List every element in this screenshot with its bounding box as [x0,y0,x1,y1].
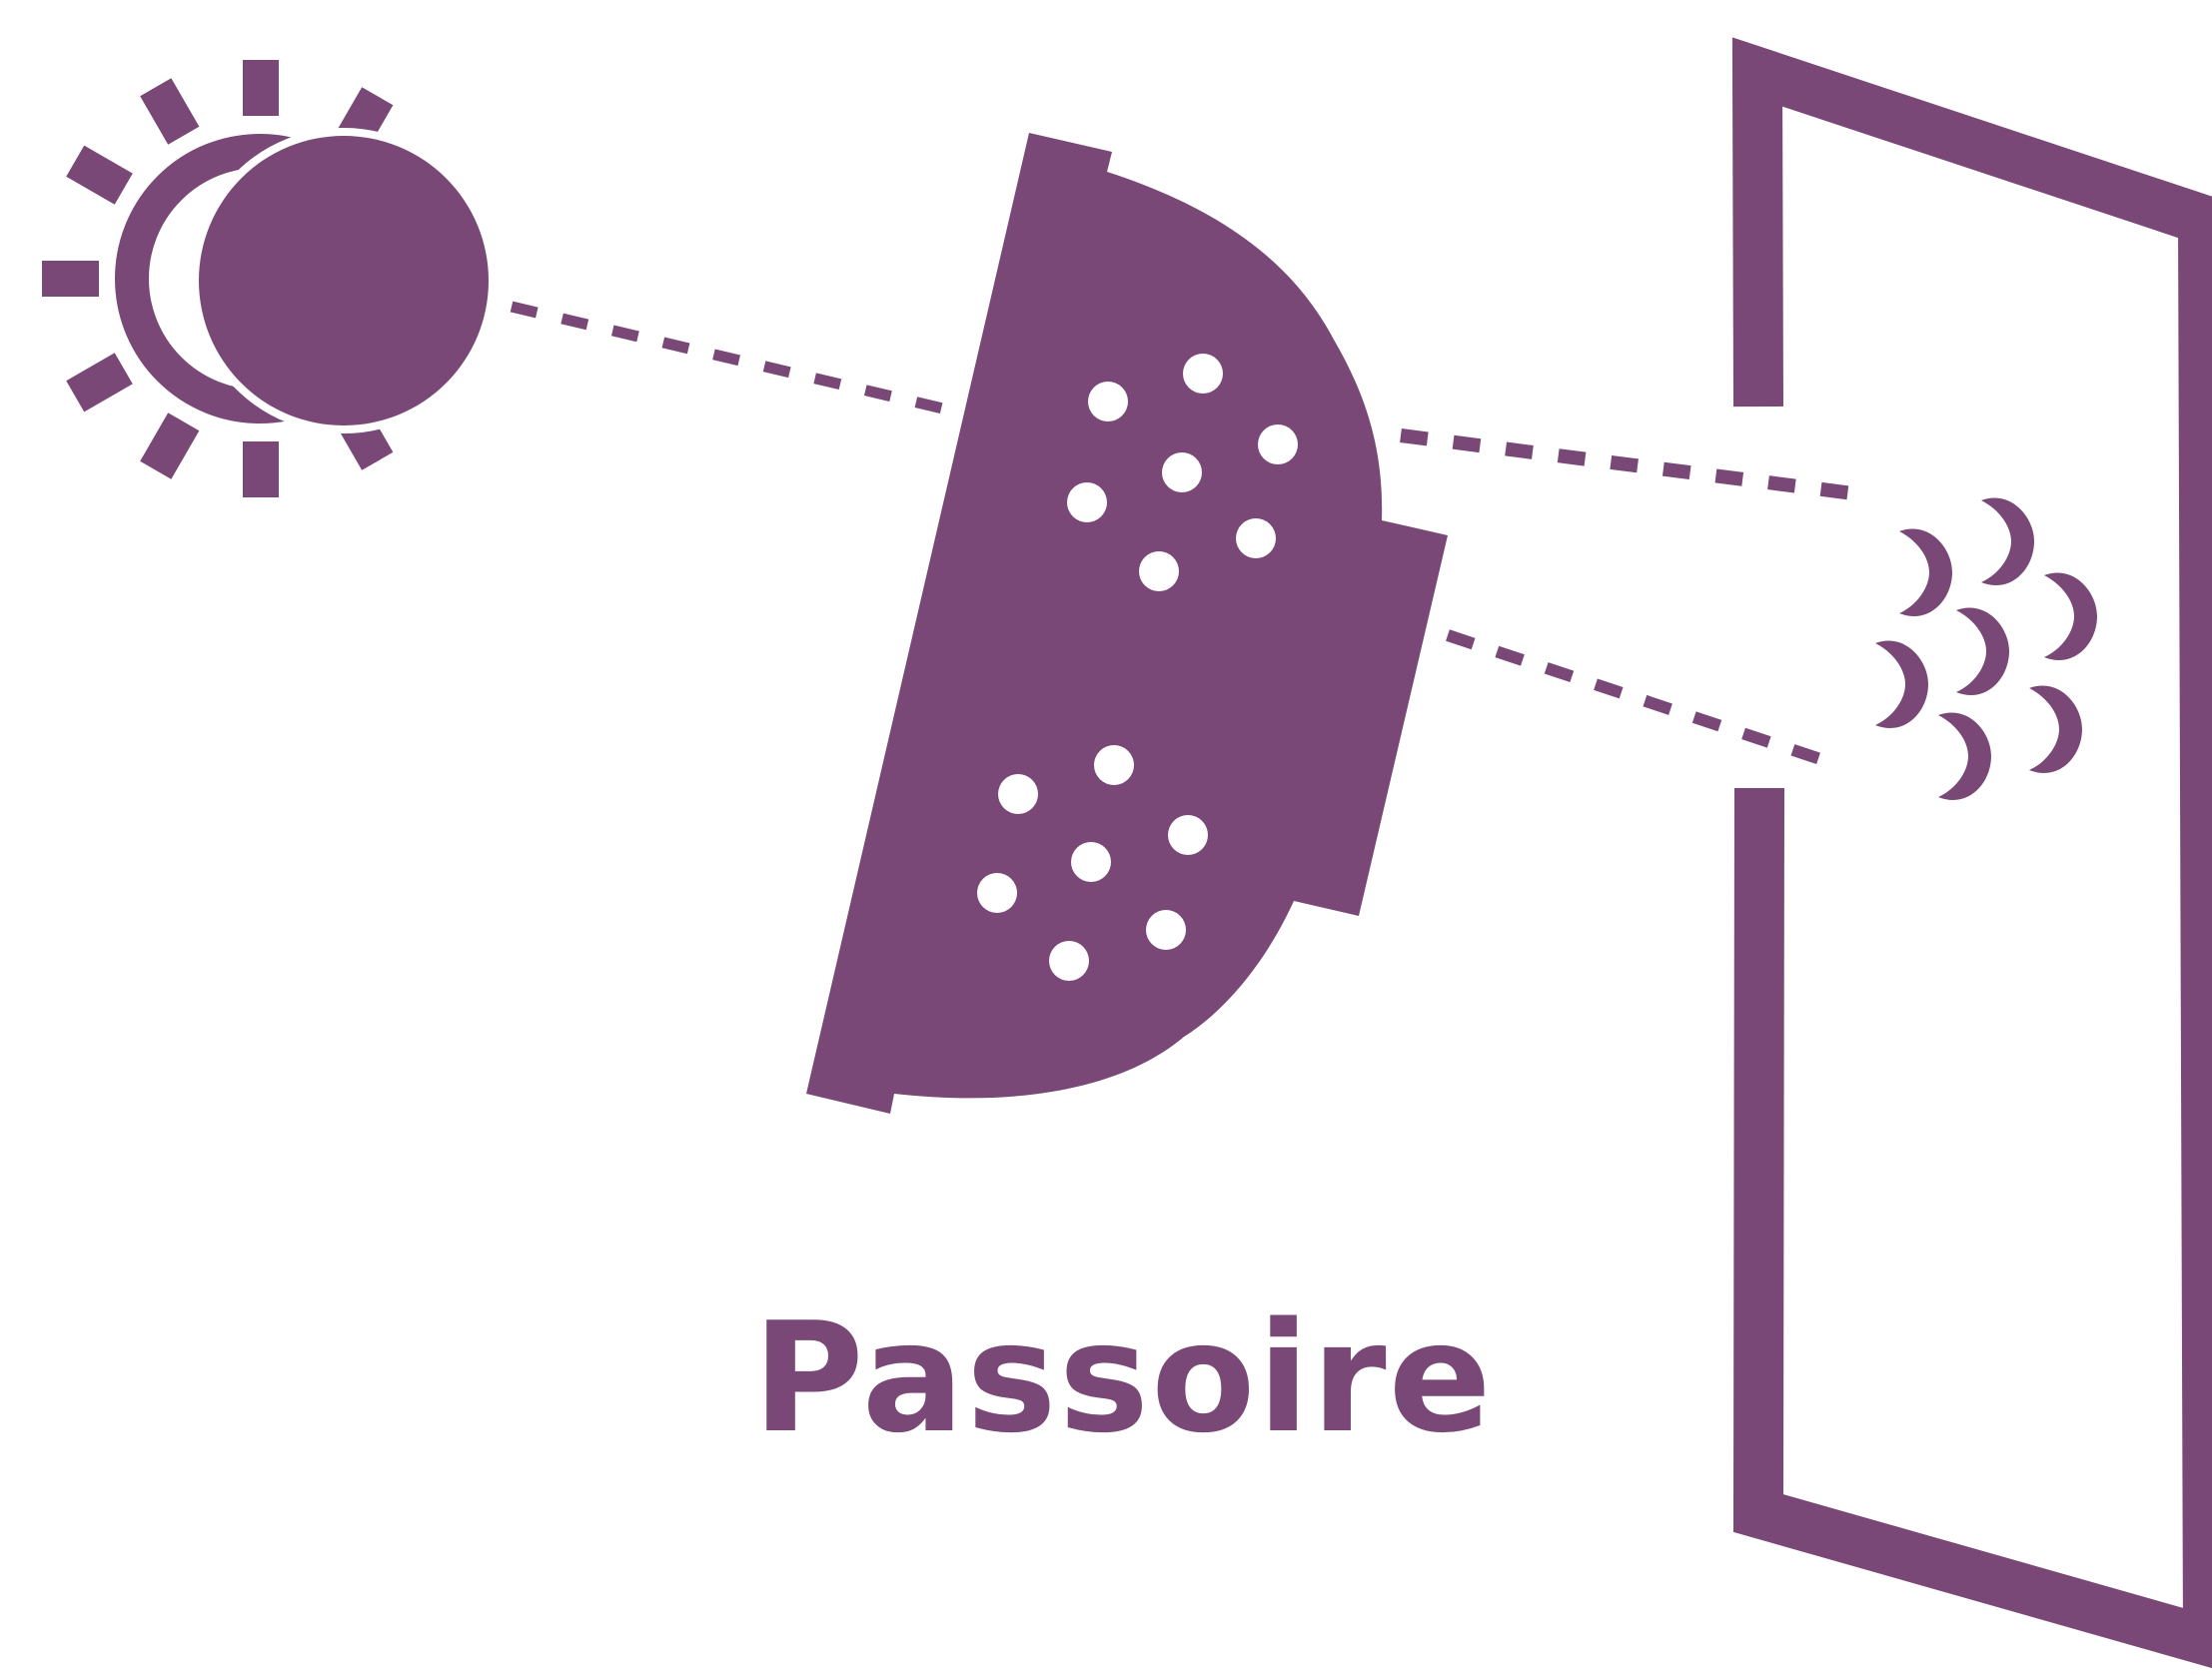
colander-icon [806,133,1448,1114]
doorway-icon [1731,37,2212,1669]
incoming-light-line [510,301,949,416]
colander-holes [977,354,1298,981]
colander-body [806,133,1448,1114]
outgoing-line-upper [1400,428,1854,500]
outgoing-line-lower [1446,629,1831,768]
diagram-label: Passoire [752,1289,1493,1466]
sun-moon-icon [42,60,497,497]
sound-waves-icon [1875,497,2097,801]
